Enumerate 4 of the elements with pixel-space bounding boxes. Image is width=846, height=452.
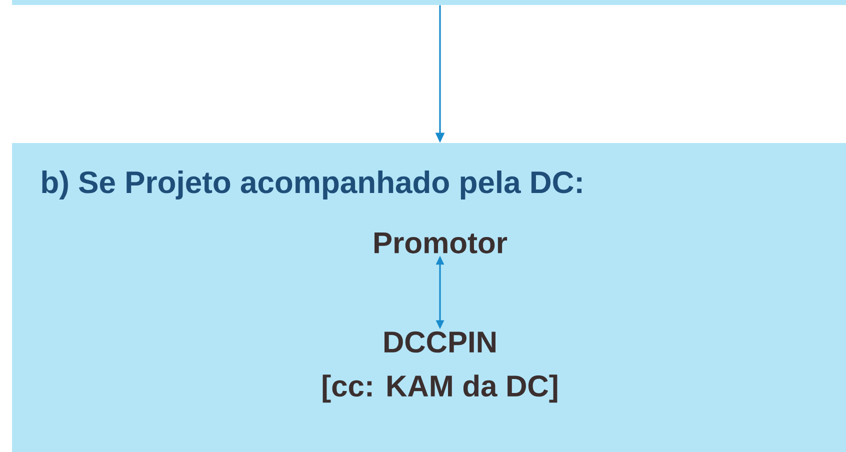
label-text: Promotor <box>374 232 508 254</box>
label-text: DCCPIN [cc: KAM da DC] <box>322 331 558 403</box>
box-background <box>12 0 846 5</box>
heading: b) Se Projeto acompanhado pela DC: <box>42 170 582 200</box>
